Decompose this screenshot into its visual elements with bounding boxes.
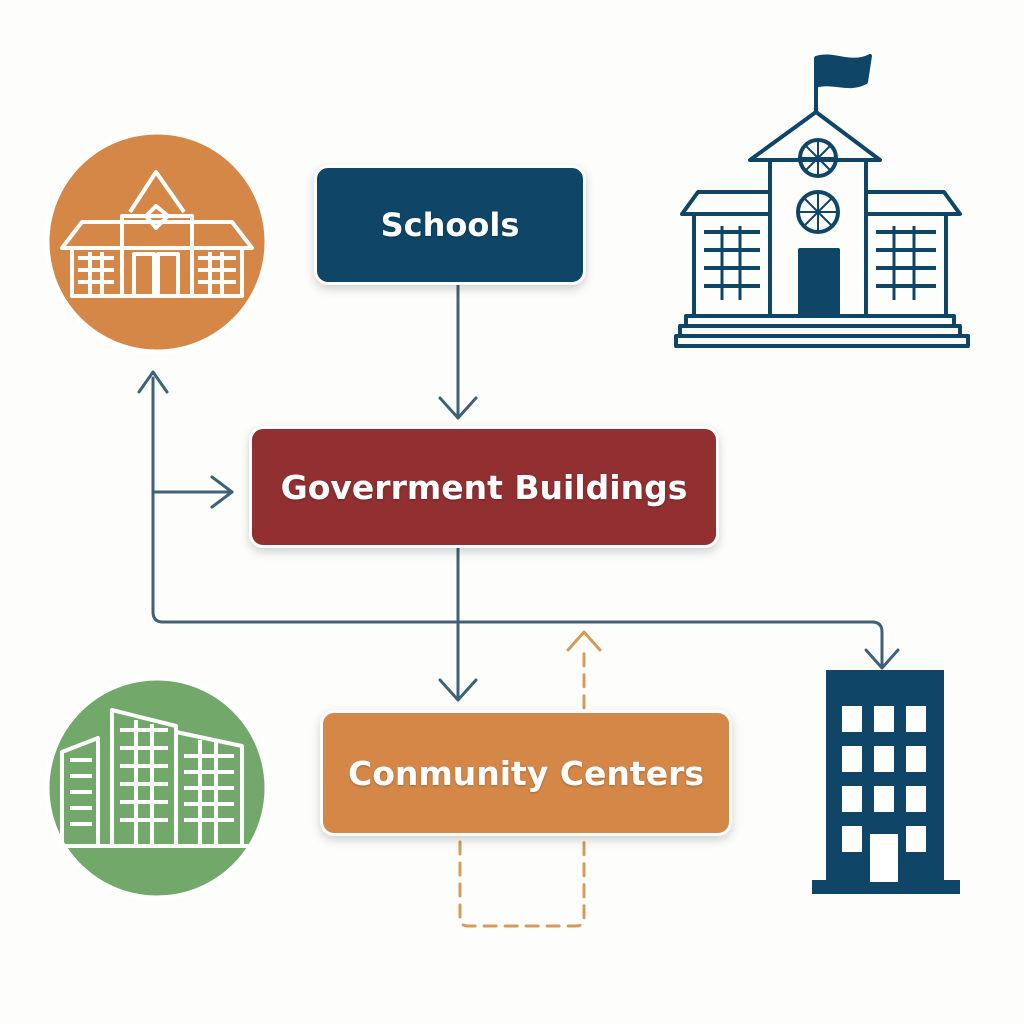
government-buildings-node: Goverrment Buildings xyxy=(249,426,719,548)
community-centers-node: Conmunity Centers xyxy=(320,710,732,836)
schools-label: Schools xyxy=(380,206,520,244)
arrowhead-top-left-icon xyxy=(137,370,169,394)
community-house-icon xyxy=(44,129,270,355)
arrowhead-community xyxy=(438,678,478,702)
school-building-icon xyxy=(674,54,970,348)
dashed-arrowhead xyxy=(566,630,602,652)
community-centers-label: Conmunity Centers xyxy=(347,753,704,793)
government-buildings-label: Goverrment Buildings xyxy=(280,467,688,507)
office-tower-icon xyxy=(812,670,960,894)
arrowhead-office-tower xyxy=(864,648,900,670)
arrowhead-government xyxy=(438,396,478,420)
connector-loop-main xyxy=(151,376,884,668)
office-buildings-icon xyxy=(44,675,270,901)
schools-node: Schools xyxy=(314,165,586,285)
arrowhead-branch-government xyxy=(210,475,234,509)
